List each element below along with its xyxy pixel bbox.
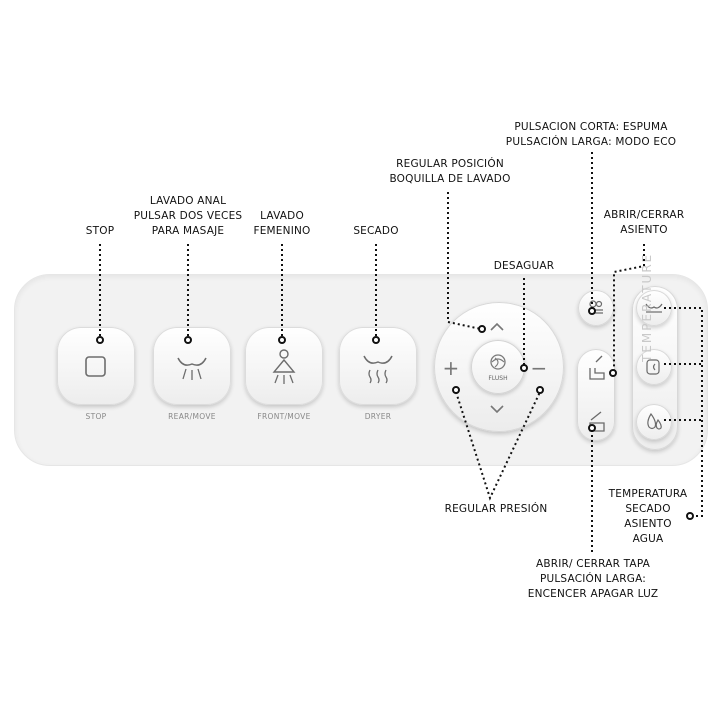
- annotation-temp: TEMPERATURA SECADO ASIENTO AGUA: [600, 487, 696, 547]
- dryer-temp-button[interactable]: [636, 290, 672, 326]
- annotation-nozzle: REGULAR POSICIÓN BOQUILLA DE LAVADO: [382, 157, 518, 187]
- stop-label: STOP: [85, 412, 107, 421]
- annotation-foam-line2: PULSACIÓN LARGA: MODO ECO: [505, 136, 677, 148]
- chevron-up-icon[interactable]: [490, 322, 504, 331]
- annotation-seat: ABRIR/CERRAR ASIENTO: [590, 208, 698, 238]
- annotation-dryer: SECADO: [353, 225, 399, 237]
- leader-seat: [613, 244, 645, 371]
- flush-label: FLUSH: [488, 375, 508, 382]
- water-temp-button[interactable]: [636, 404, 672, 440]
- water-temp-icon: [647, 412, 662, 430]
- rear-wash-icon: [177, 357, 207, 380]
- front-label: FRONT/MOVE: [257, 412, 311, 421]
- annotation-pressure: REGULAR PRESIÓN: [444, 503, 548, 515]
- annotation-nozzle-line2: BOQUILLA DE LAVADO: [389, 173, 511, 185]
- flush-swirl-icon: [490, 354, 506, 370]
- annotation-lid-line3: ENCENCER APAGAR LUZ: [527, 588, 659, 600]
- annotation-lid-line2: PULSACIÓN LARGA:: [539, 573, 647, 585]
- front-wash-icon: [272, 349, 296, 384]
- minus-button[interactable]: −: [530, 356, 548, 380]
- annotation-foam-line1: PULSACION CORTA: ESPUMA: [514, 121, 668, 133]
- annotation-temp-line4: AGUA: [632, 533, 664, 545]
- square-icon: [85, 356, 106, 377]
- dryer-temp-icon: [645, 303, 663, 313]
- annotation-lid-line1: ABRIR/ CERRAR TAPA: [535, 558, 651, 570]
- leader-nozzle: [447, 192, 482, 330]
- annotation-front: LAVADO FEMENINO: [242, 209, 322, 239]
- annotation-temp-line3: ASIENTO: [624, 518, 672, 530]
- annotation-front-line2: FEMENINO: [253, 225, 311, 237]
- annotation-rear: LAVADO ANAL PULSAR DOS VECES PARA MASAJE: [118, 194, 258, 239]
- annotation-front-line1: LAVADO: [260, 210, 304, 222]
- annotation-foam: PULSACION CORTA: ESPUMA PULSACIÓN LARGA:…: [500, 120, 682, 150]
- annotation-temp-line1: TEMPERATURA: [608, 488, 688, 500]
- seat-temp-button[interactable]: [636, 349, 672, 385]
- dryer-icon: [363, 355, 393, 384]
- leader-temp: [664, 307, 703, 517]
- annotation-rear-line2: PULSAR DOS VECES: [133, 210, 243, 222]
- annotation-rear-line3: PARA MASAJE: [151, 225, 225, 237]
- annotation-temp-line2: SECADO: [625, 503, 671, 515]
- seat-icon[interactable]: [589, 355, 605, 380]
- annotation-nozzle-line1: REGULAR POSICIÓN: [396, 158, 504, 170]
- dryer-label: DRYER: [364, 412, 392, 421]
- rear-label: REAR/MOVE: [168, 412, 216, 421]
- seat-temp-icon: [646, 359, 660, 375]
- chevron-down-icon[interactable]: [490, 405, 504, 414]
- foam-button[interactable]: [578, 290, 614, 326]
- annotation-seat-line1: ABRIR/CERRAR: [603, 209, 685, 221]
- annotation-seat-line2: ASIENTO: [620, 224, 668, 236]
- annotation-lid: ABRIR/ CERRAR TAPA PULSACIÓN LARGA: ENCE…: [518, 557, 668, 602]
- annotation-rear-line1: LAVADO ANAL: [149, 195, 227, 207]
- flush-button[interactable]: [471, 340, 525, 394]
- seat-lid-pill: [577, 349, 615, 441]
- annotation-drain: DESAGUAR: [493, 260, 555, 272]
- leader-pressure: [455, 391, 541, 501]
- plus-button[interactable]: +: [442, 356, 460, 380]
- annotation-stop: STOP: [85, 225, 115, 237]
